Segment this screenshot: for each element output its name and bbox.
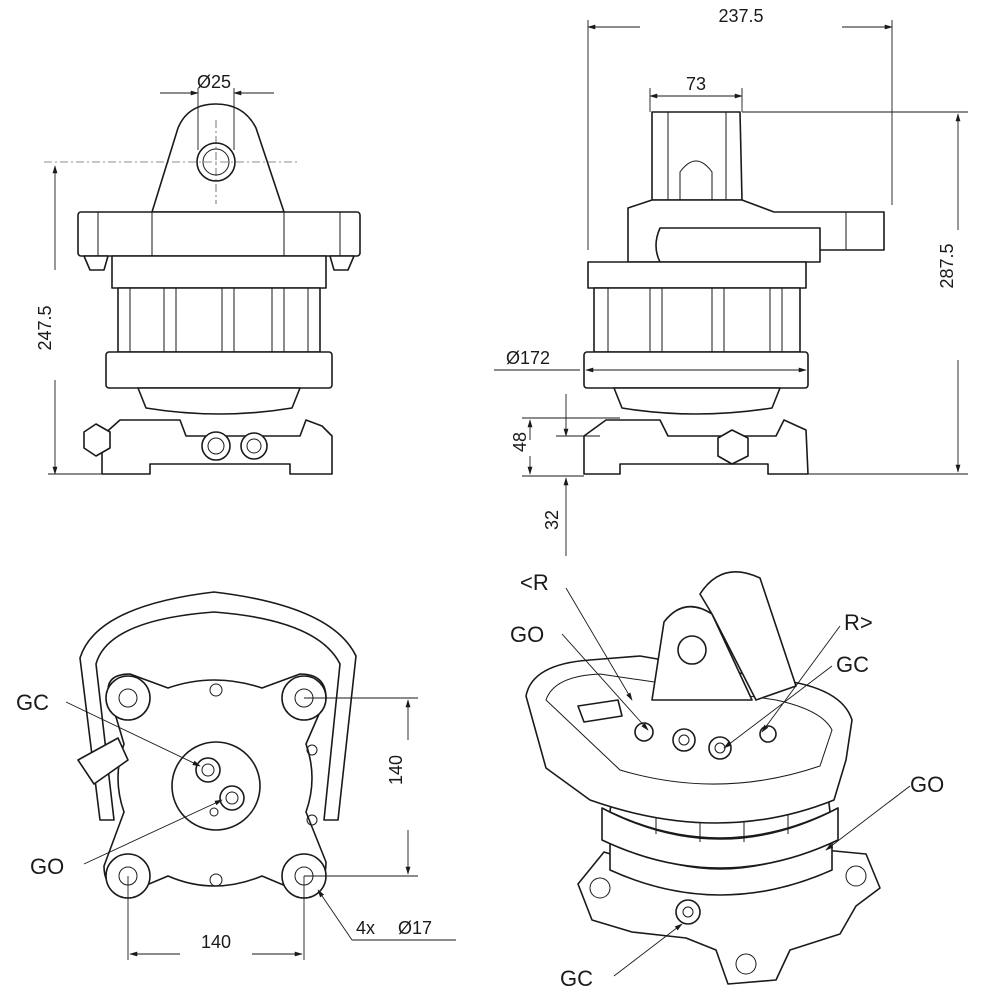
callout-go-iso-top: GO <box>510 622 544 647</box>
iso-ear-back <box>699 570 797 701</box>
side-hex-fitting <box>717 429 749 465</box>
dim-bolt-spacing-vertical: 140 <box>386 755 406 785</box>
bolt-hole-top-left <box>118 688 138 708</box>
bottom-port-go <box>219 785 245 811</box>
callout-gc-iso-bottom: GC <box>560 966 593 991</box>
dim-overall-width-side: 237.5 <box>718 6 763 26</box>
dim-bolt-spacing-horizontal: 140 <box>201 932 231 952</box>
front-bearing-cone <box>137 387 301 415</box>
side-view: 237.5 73 287.5 Ø172 48 32 <box>494 6 968 556</box>
side-bolt-section <box>593 287 801 353</box>
bottom-view: 140 140 4x Ø17 GC GO <box>16 591 456 960</box>
front-view: Ø25 247.5 <box>35 72 361 475</box>
callout-gc-iso-top: GC <box>836 652 869 677</box>
side-bearing-cone <box>613 387 781 415</box>
side-upper-ring <box>587 261 807 289</box>
iso-port-gc <box>675 899 701 925</box>
dim-bolt-hole-diameter: Ø17 <box>398 918 432 938</box>
callout-rotate-left: <R <box>520 570 549 595</box>
dim-bolt-hole-count: 4x <box>356 918 375 938</box>
callout-gc-bottom: GC <box>16 690 49 715</box>
callout-rotate-right: R> <box>844 610 873 635</box>
front-upper-ring <box>111 255 327 289</box>
dim-pin-diameter: Ø25 <box>197 72 231 92</box>
bottom-hose-stub <box>77 737 129 785</box>
iso-pin-hole <box>677 635 707 665</box>
dim-overall-height-side: 287.5 <box>937 243 957 288</box>
side-ear <box>651 111 743 201</box>
front-port-gc <box>240 432 268 460</box>
iso-fitting-go <box>672 728 696 752</box>
side-base <box>583 419 809 475</box>
dim-housing-diameter: Ø172 <box>506 348 550 368</box>
dim-overall-height-front: 247.5 <box>35 305 55 350</box>
dim-ear-width: 73 <box>686 74 706 94</box>
bottom-port-gc <box>195 757 221 783</box>
iso-fitting-gc <box>708 736 732 760</box>
isometric-view: <R GO R> GC GO GC <box>510 570 944 991</box>
callout-go-iso-bottom: GO <box>910 772 944 797</box>
dim-flange-height: 48 <box>510 432 530 452</box>
front-hex-fitting <box>83 423 111 457</box>
front-top-flange <box>77 211 361 257</box>
front-housing <box>105 351 333 389</box>
front-bolt-section <box>117 287 321 353</box>
callout-go-bottom: GO <box>30 854 64 879</box>
dim-base-offset: 32 <box>542 510 562 530</box>
bottom-outer-shield <box>79 591 357 821</box>
front-port-go <box>201 431 231 461</box>
